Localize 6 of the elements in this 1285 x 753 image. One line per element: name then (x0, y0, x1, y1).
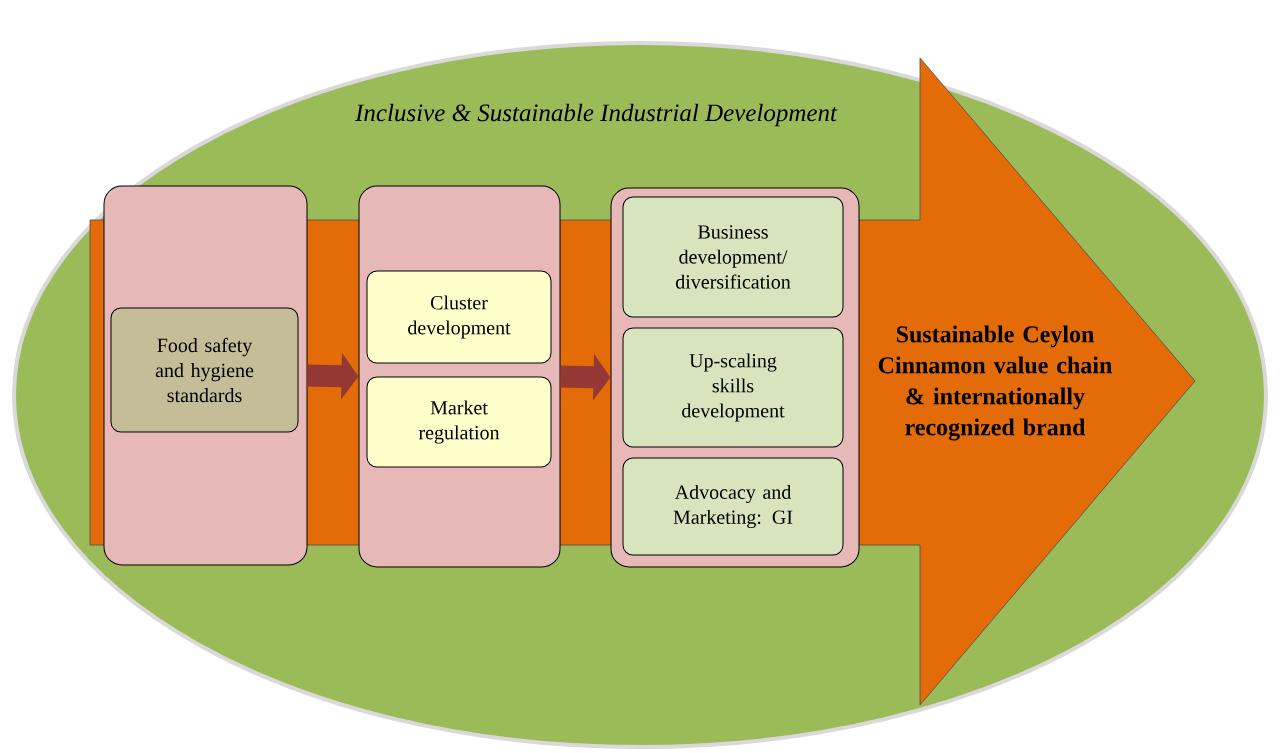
text-box: Up-scaling skills development (622, 327, 844, 448)
text-box: Business development/ diversification (622, 196, 844, 318)
text-box: Food safety and hygiene standards (110, 307, 299, 433)
text-box: Cluster development (366, 270, 552, 364)
text-box: Advocacy and Marketing: GI (622, 457, 844, 556)
text-box: Market regulation (366, 376, 552, 468)
